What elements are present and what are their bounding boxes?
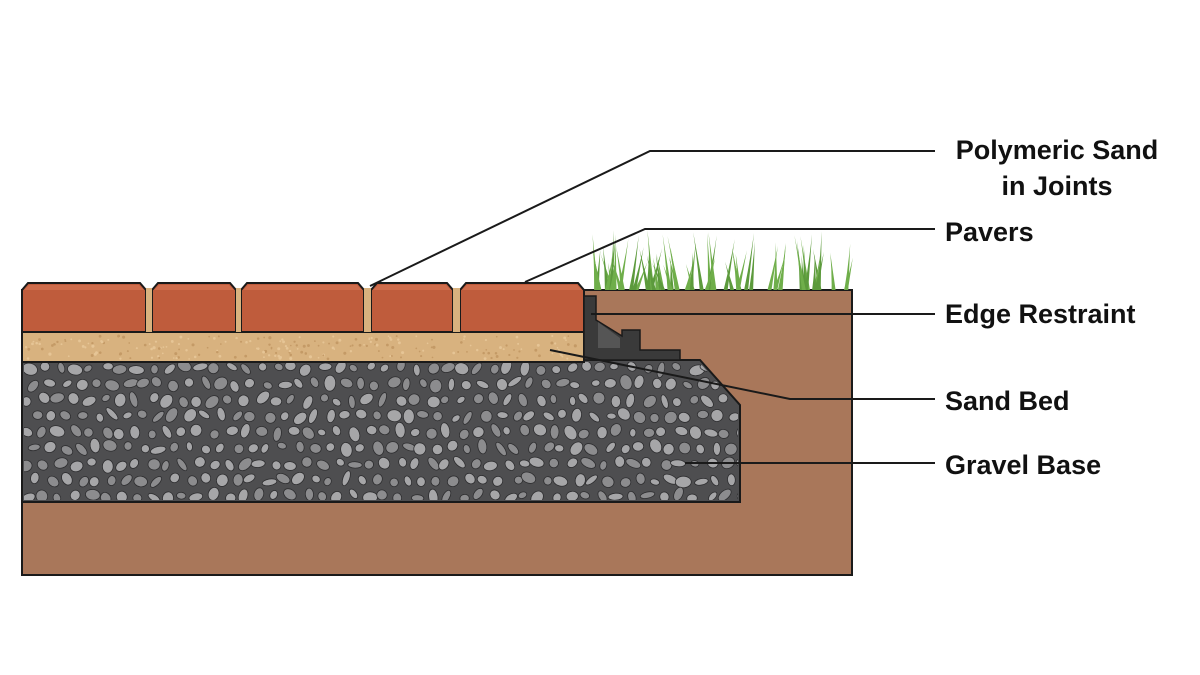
paver-joint [236, 288, 241, 332]
label-gravel-base: Gravel Base [945, 450, 1102, 480]
paver-brick [240, 282, 365, 333]
label-polymeric-sand-line1: Polymeric Sand [955, 135, 1159, 165]
grass-tuft [592, 230, 853, 290]
label-edge-restraint: Edge Restraint [945, 299, 1136, 329]
sand-texture [24, 334, 577, 361]
pavers-row [21, 282, 585, 333]
paver-brick [151, 282, 237, 333]
label-polymeric-sand: Polymeric Sand in Joints [942, 132, 1172, 204]
paver-brick [459, 282, 585, 333]
paver-joint [453, 288, 460, 332]
leader-lines [369, 150, 935, 464]
paver-brick [21, 282, 147, 333]
paver-brick [370, 282, 454, 333]
label-pavers: Pavers [945, 217, 1034, 247]
edge-restraint-bracket [583, 295, 681, 361]
leader-line-sand-bed [549, 349, 935, 400]
leader-line-pavers [524, 228, 935, 283]
paver-joint [146, 288, 152, 332]
label-sand-bed: Sand Bed [945, 386, 1070, 416]
label-polymeric-sand-line2: in Joints [1001, 171, 1113, 201]
paver-joint [364, 288, 371, 332]
leader-line-polymeric-sand [369, 150, 935, 287]
